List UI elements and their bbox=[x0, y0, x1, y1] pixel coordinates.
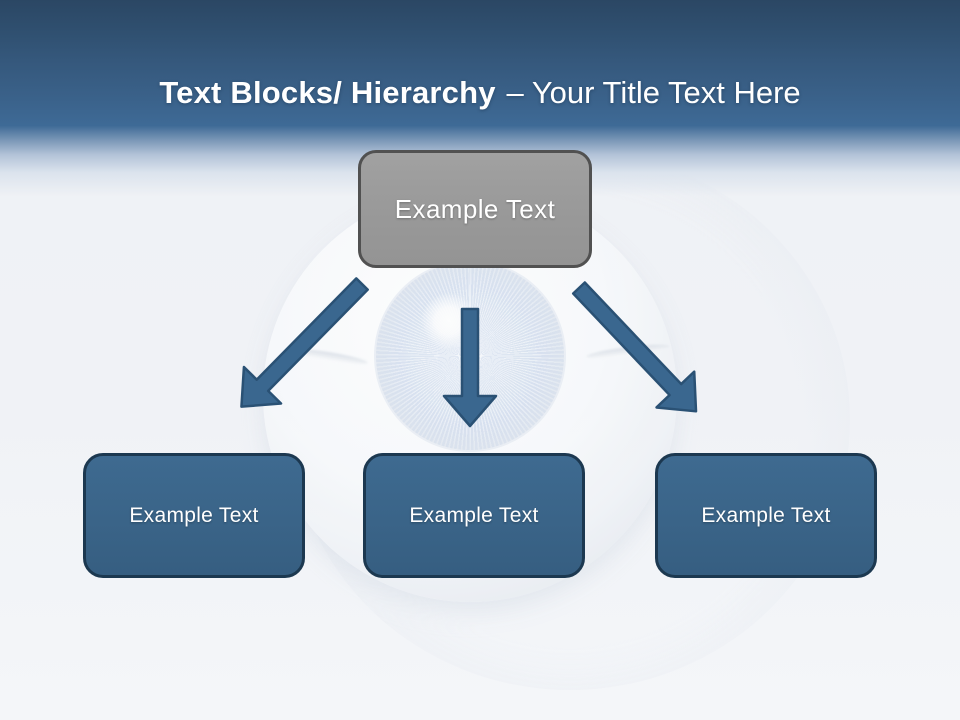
hierarchy-parent-box: Example Text bbox=[358, 150, 592, 268]
slide-title: Text Blocks/ Hierarchy – Your Title Text … bbox=[0, 71, 960, 115]
hierarchy-child-box-2: Example Text bbox=[363, 453, 585, 578]
hierarchy-child-box-2-label: Example Text bbox=[409, 503, 539, 527]
hierarchy-child-box-3-label: Example Text bbox=[701, 503, 831, 527]
hierarchy-parent-box-label: Example Text bbox=[394, 193, 556, 224]
title-regular-segment: – Your Title Text Here bbox=[506, 74, 801, 110]
title-bold-segment: Text Blocks/ Hierarchy bbox=[159, 74, 496, 110]
connector-arrow-down bbox=[442, 307, 498, 428]
hierarchy-child-box-1: Example Text bbox=[83, 453, 305, 578]
hierarchy-child-box-3: Example Text bbox=[655, 453, 877, 578]
connector-arrow-down-right bbox=[571, 281, 698, 413]
hierarchy-child-box-1-label: Example Text bbox=[129, 503, 259, 527]
connector-arrow-down-left bbox=[240, 277, 369, 408]
